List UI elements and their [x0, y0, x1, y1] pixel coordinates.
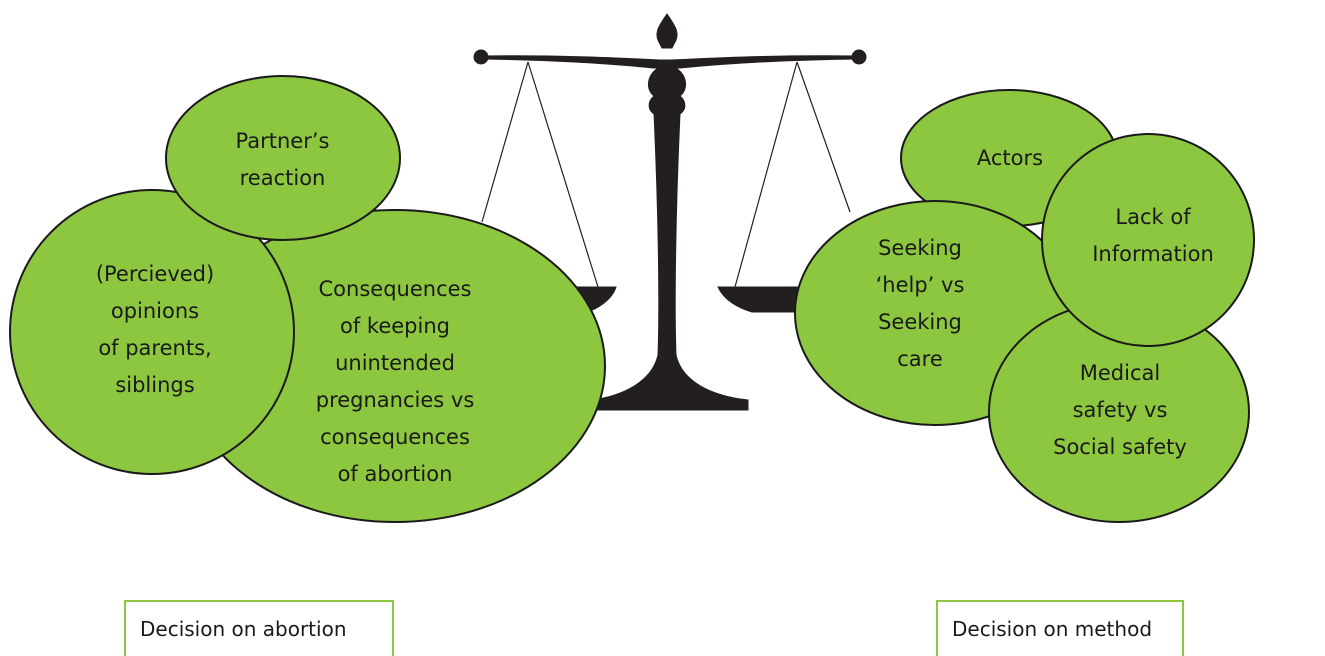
scale-neck: [648, 67, 686, 115]
beam-left-knob: [473, 49, 489, 65]
lack-of-information-ellipse: [1041, 133, 1255, 347]
scale-beam: [482, 55, 859, 69]
right-pan-string-a: [734, 61, 798, 288]
right-pan: [717, 286, 799, 313]
right-pan-string-b: [796, 61, 851, 213]
scale-column: [591, 113, 749, 411]
partner-reaction-ellipse: [165, 75, 401, 241]
left-pan-string-b: [527, 61, 599, 288]
left-pan-string-a: [481, 61, 529, 223]
decision-on-abortion-label: Decision on abortion: [140, 617, 347, 641]
right-factor-group: [794, 89, 1255, 523]
decision-on-method-label: Decision on method: [952, 617, 1153, 641]
decision-on-abortion-box: Decision on abortion: [124, 600, 394, 656]
opinions-ellipse: [9, 189, 295, 475]
left-factor-group: [9, 75, 606, 523]
balance-scale-icon: [473, 13, 867, 411]
decision-on-method-box: Decision on method: [936, 600, 1184, 656]
beam-right-knob: [851, 49, 867, 65]
scale-finial: [656, 13, 678, 49]
